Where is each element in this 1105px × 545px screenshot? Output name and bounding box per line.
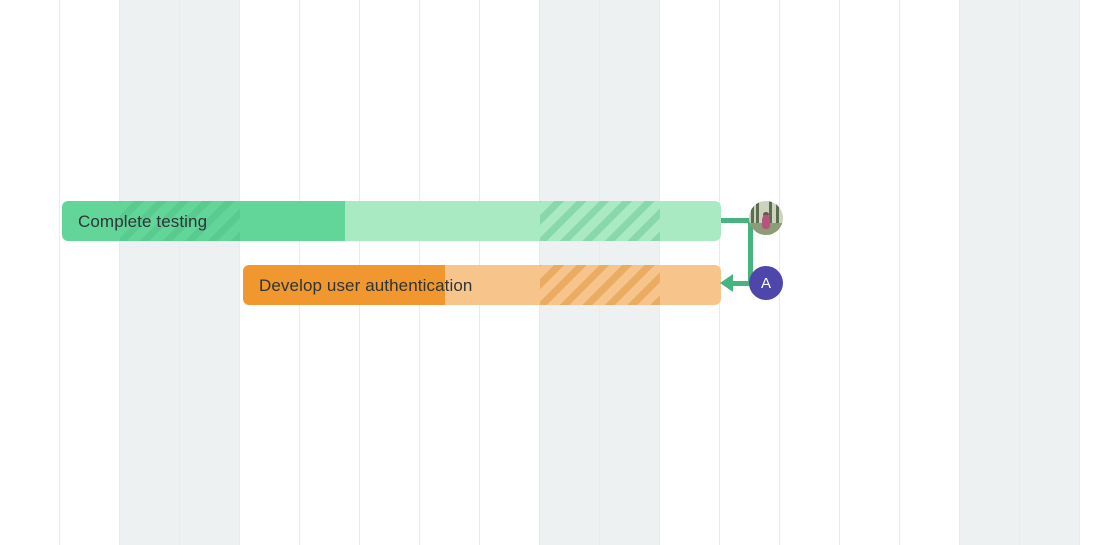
grid-column-weekend	[1020, 0, 1080, 545]
grid-column-day	[900, 0, 960, 545]
bar-progress-fill	[243, 265, 445, 305]
grid-column-day	[60, 0, 120, 545]
assignee-photo[interactable]	[749, 201, 783, 235]
grid-column-weekend	[960, 0, 1020, 545]
bar-progress-fill	[62, 201, 345, 241]
bar-label: Complete testing	[78, 211, 208, 231]
avatar-photo-image	[749, 201, 783, 235]
assignee-initial-a[interactable]: A	[749, 266, 783, 300]
grid-column-weekend	[180, 0, 240, 545]
grid-column-weekend	[120, 0, 180, 545]
grid-column-day	[780, 0, 840, 545]
grid-column-day	[840, 0, 900, 545]
bar-label: Develop user authentication	[259, 275, 473, 295]
avatar-initial-letter: A	[760, 274, 771, 292]
grid-column-day	[0, 0, 60, 545]
